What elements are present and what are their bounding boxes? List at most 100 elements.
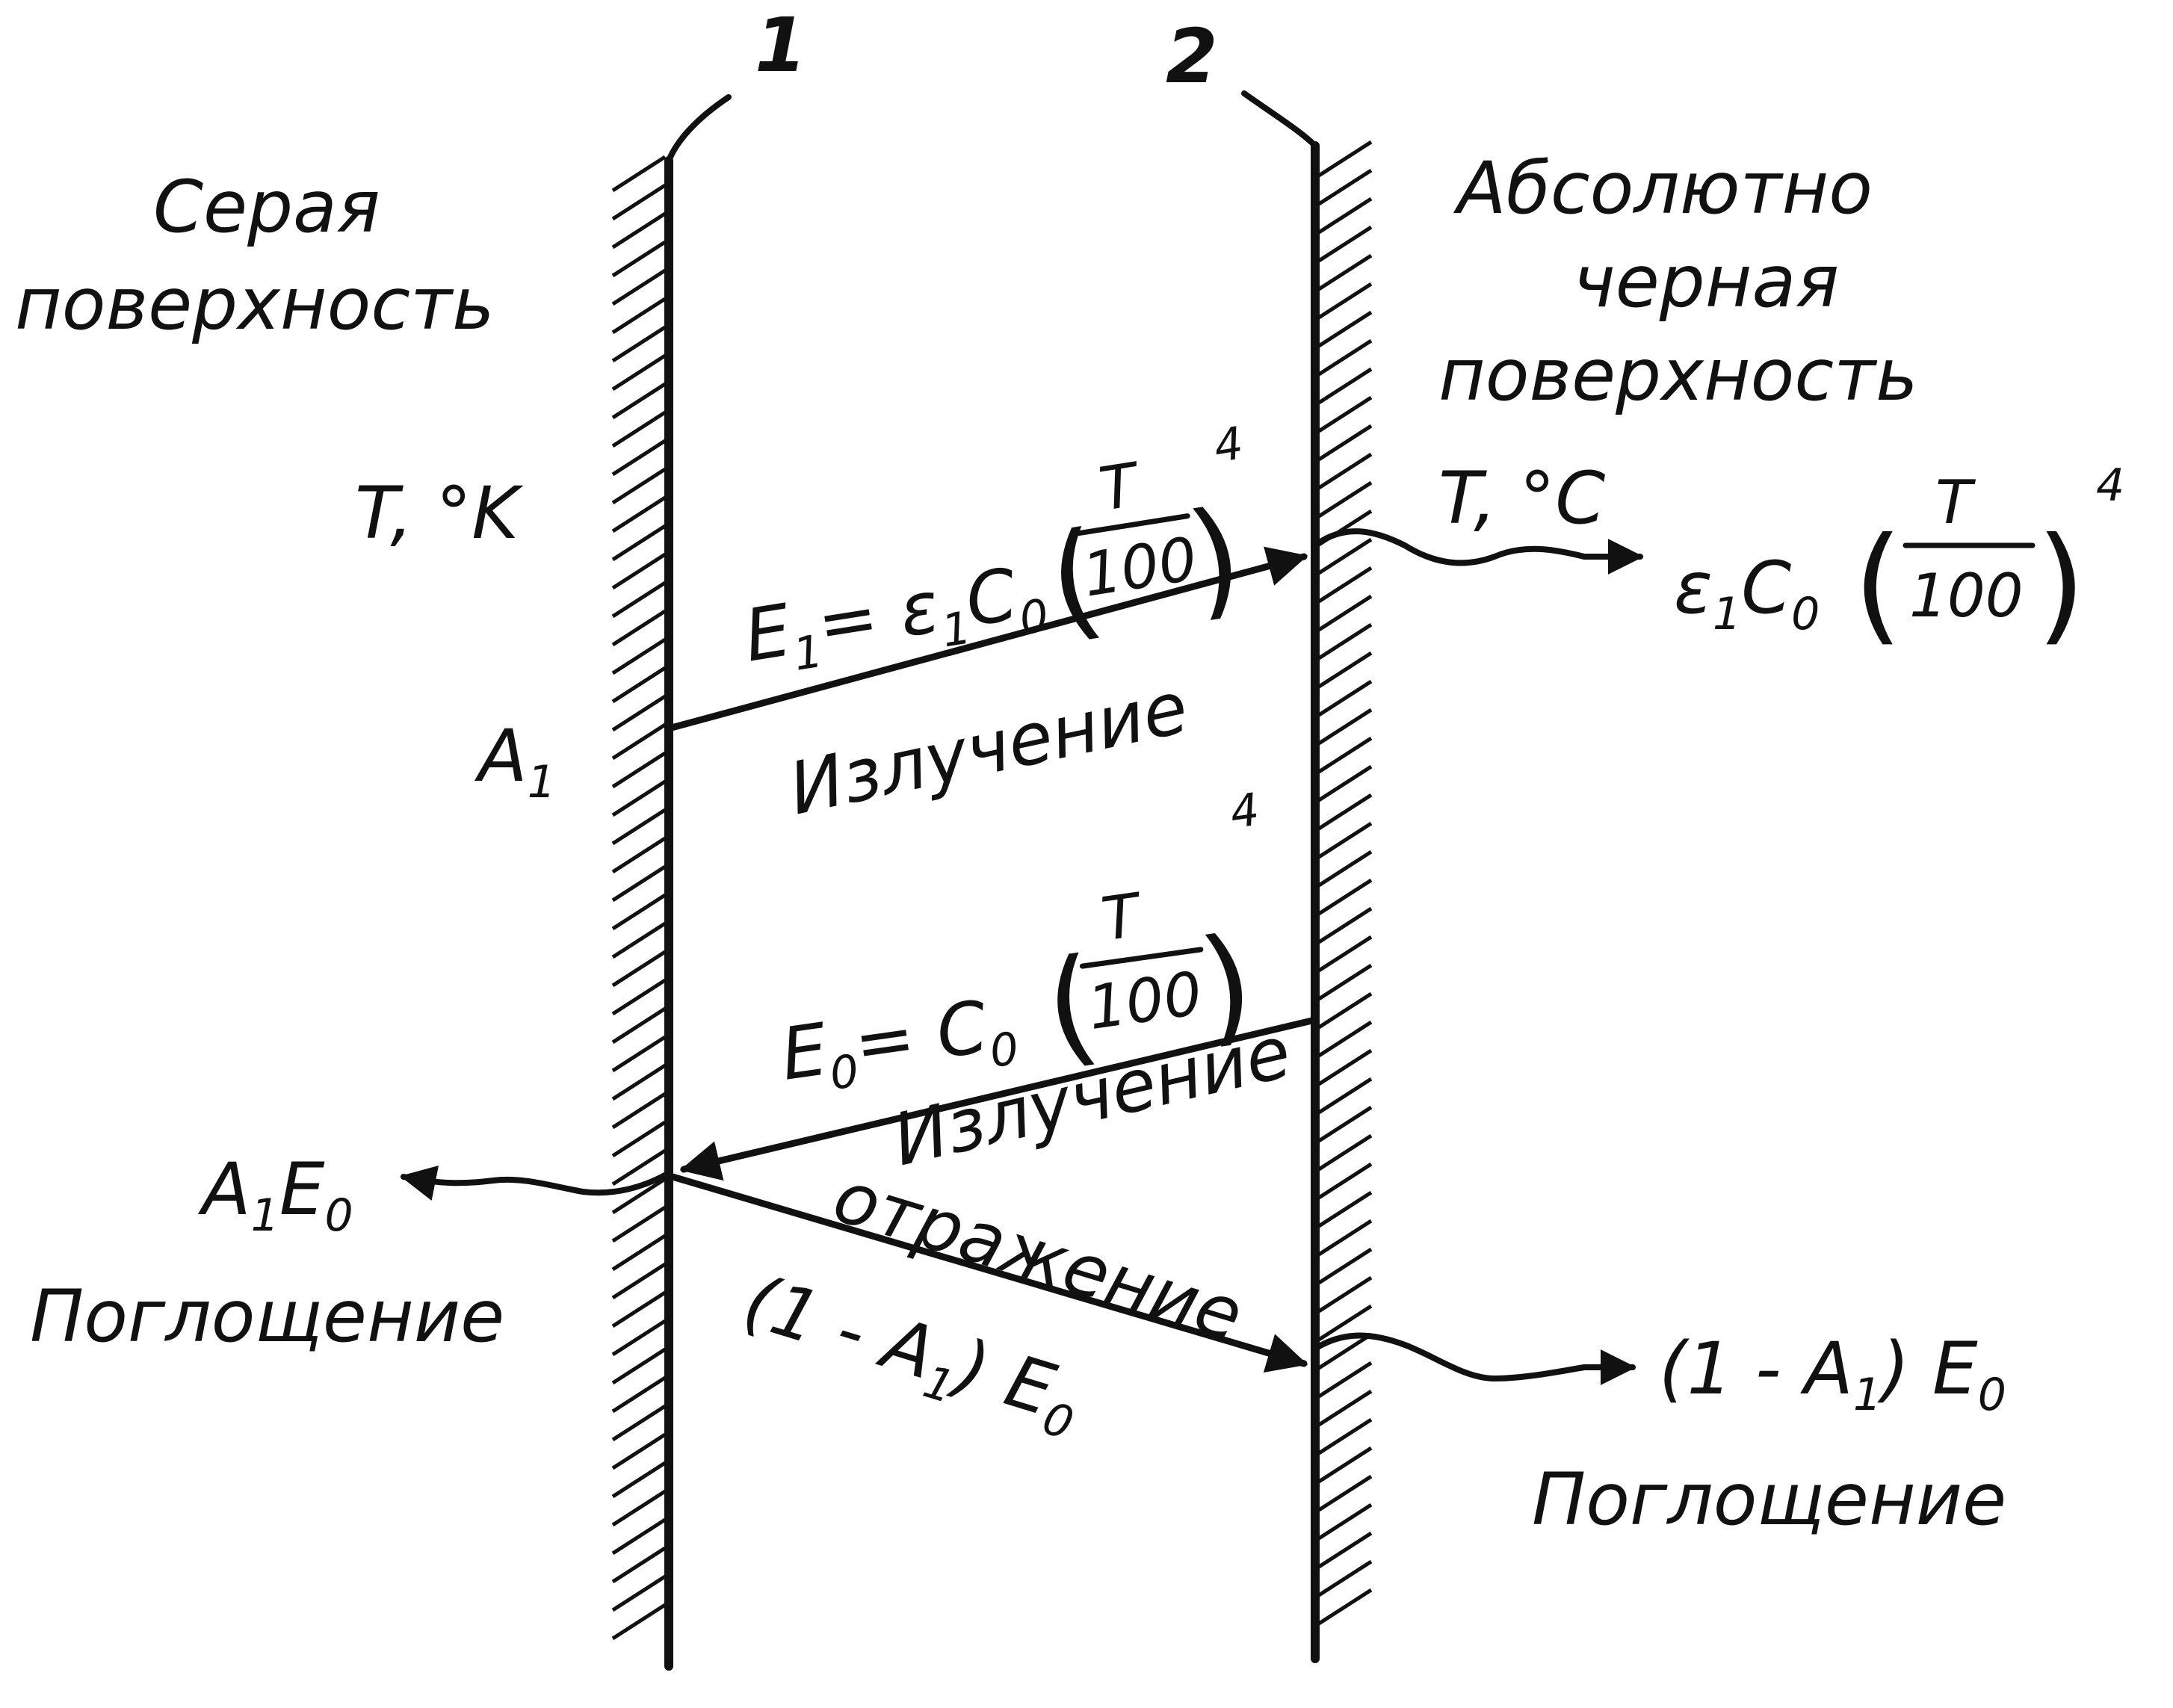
hatch-line: [611, 751, 667, 789]
emission-top-frac-num: T: [1095, 449, 1146, 524]
absorbed-top-right-paren: ): [2036, 510, 2086, 658]
hatch-line: [1317, 424, 1373, 462]
hatch-line: [611, 779, 667, 817]
absorbed-top-formula-text: ε1C0: [1674, 546, 1820, 640]
emission-top-arrow: [665, 546, 1308, 732]
hatch-line: [1317, 566, 1373, 604]
hatch-line: [611, 1603, 667, 1641]
hatch-line: [1317, 452, 1373, 490]
hatch-line: [611, 268, 667, 306]
hatch-line: [611, 552, 667, 590]
emission-top-frac-bar: [1074, 513, 1190, 536]
hatch-line: [611, 1489, 667, 1527]
hatch-line: [1317, 1304, 1373, 1342]
right-wall-hatching: [1317, 140, 1373, 1626]
hatch-line: [1317, 1446, 1373, 1484]
hatch-line: [1317, 850, 1373, 888]
hatch-line: [1317, 1332, 1373, 1370]
emission-top-right-paren: ): [1179, 481, 1251, 635]
hatch-line: [611, 893, 667, 931]
hatch-line: [611, 637, 667, 675]
hatch-line: [611, 1120, 667, 1158]
emission-bottom-formula-text: E0= C0: [776, 981, 1021, 1107]
emission-top-label: Излучение: [782, 665, 1194, 831]
absorbed-right-value: (1 - A1) E0: [1659, 1327, 2006, 1421]
hatch-line: [611, 666, 667, 704]
hatch-line: [611, 836, 667, 874]
hatch-line: [1317, 991, 1373, 1030]
hatch-line: [611, 723, 667, 761]
right-wall-leader: [1241, 90, 1318, 149]
hatch-line: [611, 439, 667, 477]
hatch-line: [611, 1376, 667, 1414]
hatch-line: [1317, 1105, 1373, 1143]
hatch-line: [611, 1006, 667, 1045]
hatch-line: [1317, 168, 1373, 206]
hatch-line: [1317, 537, 1373, 575]
hatch-line: [611, 1404, 667, 1442]
hatch-line: [611, 1035, 667, 1073]
absorbed-top-left-paren: (: [1853, 510, 1902, 658]
hatch-line: [1317, 338, 1373, 377]
hatch-line: [611, 495, 667, 533]
hatch-line: [1317, 1531, 1373, 1569]
hatch-line: [1317, 736, 1373, 774]
right-surface-title-line2: черная: [1573, 240, 1839, 324]
hatch-line: [611, 382, 667, 420]
hatch-line: [611, 325, 667, 363]
hatch-line: [1317, 651, 1373, 689]
hatch-line: [611, 1574, 667, 1612]
hatch-line: [1317, 1077, 1373, 1115]
hatch-line: [1317, 1361, 1373, 1399]
hatch-line: [1317, 140, 1373, 178]
hatch-line: [611, 467, 667, 505]
absorbed-left-wavy-arrow: [400, 1165, 672, 1201]
hatch-line: [611, 410, 667, 448]
hatch-line: [1317, 1275, 1373, 1314]
hatch-line: [611, 694, 667, 732]
hatch-line: [611, 240, 667, 278]
hatch-line: [611, 1262, 667, 1300]
left-surface-title-line2: поверхность: [15, 262, 495, 346]
hatch-line: [1317, 679, 1373, 717]
hatch-line: [611, 864, 667, 903]
left-wall-hatching: [611, 155, 667, 1641]
hatch-line: [611, 1063, 667, 1101]
hatch-line: [611, 524, 667, 562]
absorbed-top-formula: ε1C0 ( T 100 ) 4: [1674, 460, 2124, 658]
hatch-line: [1317, 282, 1373, 320]
hatch-line: [1317, 878, 1373, 916]
hatch-line: [611, 1234, 667, 1272]
left-wall-leader: [666, 94, 732, 164]
hatch-line: [1317, 963, 1373, 1001]
absorbed-left-label: Поглощение: [30, 1275, 504, 1358]
hatch-line: [1317, 310, 1373, 348]
hatch-line: [1317, 480, 1373, 519]
right-surface-title-line1: Абсолютно: [1453, 146, 1873, 230]
right-wall-number: 2: [1166, 13, 1218, 100]
absorbed-top-frac-den: 100: [1909, 561, 2024, 631]
hatch-line: [611, 921, 667, 959]
hatch-line: [611, 1319, 667, 1357]
hatch-line: [1317, 1190, 1373, 1228]
hatch-line: [1317, 622, 1373, 660]
hatch-line: [1317, 253, 1373, 291]
emission-top-formula: E1= ε1C0 ( T 100 ) 4: [738, 417, 1252, 681]
hatch-line: [1317, 197, 1373, 235]
left-wall-number: 1: [755, 1, 807, 89]
emission-bottom-arrow: [679, 1016, 1319, 1181]
right-surface-title-line3: поверхность: [1438, 333, 1918, 417]
hatch-line: [611, 1347, 667, 1385]
hatch-line: [611, 1205, 667, 1243]
hatch-line: [1317, 1503, 1373, 1541]
hatch-line: [1317, 935, 1373, 973]
hatch-line: [611, 297, 667, 335]
hatch-line: [1317, 1474, 1373, 1512]
hatch-line: [611, 1177, 667, 1215]
hatch-line: [1317, 1219, 1373, 1257]
hatch-line: [1317, 1048, 1373, 1086]
hatch-line: [611, 183, 667, 221]
emission-bottom-frac-den: 100: [1084, 959, 1206, 1043]
left-wall: [611, 94, 732, 1671]
